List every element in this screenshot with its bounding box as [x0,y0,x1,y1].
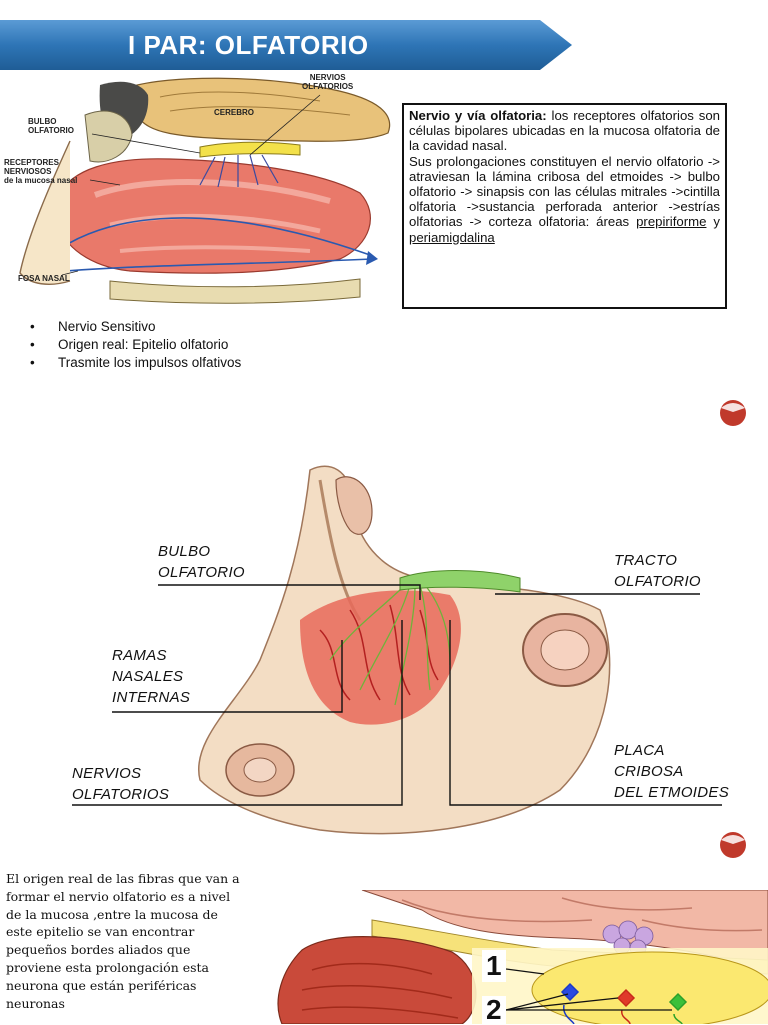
olfactory-pathway-textbox: Nervio y vía olfatoria: los receptores o… [402,103,727,309]
term-prepiriforme: prepiriforme [636,214,707,230]
label-tracto-olfatorio: TRACTO OLFATORIO [614,550,701,592]
textbox-joiner: y [706,214,720,230]
label-ramas-nasales: RAMAS NASALES INTERNAS [112,645,190,708]
label-bulbo-olfatorio-2: BULBO OLFATORIO [158,541,245,583]
label-nervios-olfatorios-2: NERVIOS OLFATORIOS [72,763,169,805]
label-line: OLFATORIO [158,564,245,581]
marker-2: 2 [482,996,506,1024]
page-title: I PAR: OLFATORIO [128,30,369,60]
olfactory-epithelium-illustration [262,890,768,1024]
textbox-paragraph-1: los receptores olfatorios son células bi… [409,108,721,154]
title-banner [0,20,572,70]
label-line: OLFATORIOS [302,82,354,91]
label-line: RAMAS [112,647,167,664]
page-turn-icon[interactable] [718,398,748,428]
label-line: DEL ETMOIDES [614,784,730,801]
label-line: NERVIOSOS [4,167,52,176]
page-turn-icon[interactable] [718,830,748,860]
nerve-facts-list: Nervio Sensitivo Origen real: Epitelio o… [30,318,390,372]
label-line: NERVIOS [72,765,142,782]
nasal-cavity-illustration [19,77,391,304]
label-line: CRIBOSA [614,763,684,780]
textbox-heading: Nervio y vía olfatoria: [409,108,547,123]
label-fosa-nasal: FOSA NASAL [18,274,70,283]
olfactory-nerve-sagittal-illustration [72,465,722,835]
label-line: INTERNAS [112,689,191,706]
label-line: OLFATORIO [28,126,74,135]
textbox-paragraph-2: Sus prolongaciones constituyen el nervio… [409,153,720,230]
label-line: BULBO [158,543,211,560]
list-item: Trasmite los impulsos olfativos [30,354,390,372]
label-line: NASALES [112,668,184,685]
label-nervios-olfatorios: NERVIOS OLFATORIOS [302,73,353,91]
label-line: RECEPTORES [4,158,59,167]
origin-paragraph: El origen real de las fibras que van a f… [6,871,240,1011]
label-line: OLFATORIO [614,573,701,590]
label-bulbo-olfatorio: BULBO OLFATORIO [28,117,74,135]
label-line: TRACTO [614,552,678,569]
label-line: OLFATORIOS [72,786,170,803]
label-placa-cribosa: PLACA CRIBOSA DEL ETMOIDES [614,740,729,803]
term-periamigdalina: periamigdalina [409,229,495,245]
list-item: Origen real: Epitelio olfatorio [30,336,390,354]
label-line: BULBO [28,117,57,126]
label-line: PLACA [614,742,665,759]
label-line: NERVIOS [309,73,346,82]
label-line: de la mucosa nasal [4,176,78,185]
list-item: Nervio Sensitivo [30,318,390,336]
label-cerebro: CEREBRO [214,108,255,117]
label-receptores: RECEPTORES NERVIOSOS de la mucosa nasal [4,158,77,185]
marker-1: 1 [482,950,506,982]
